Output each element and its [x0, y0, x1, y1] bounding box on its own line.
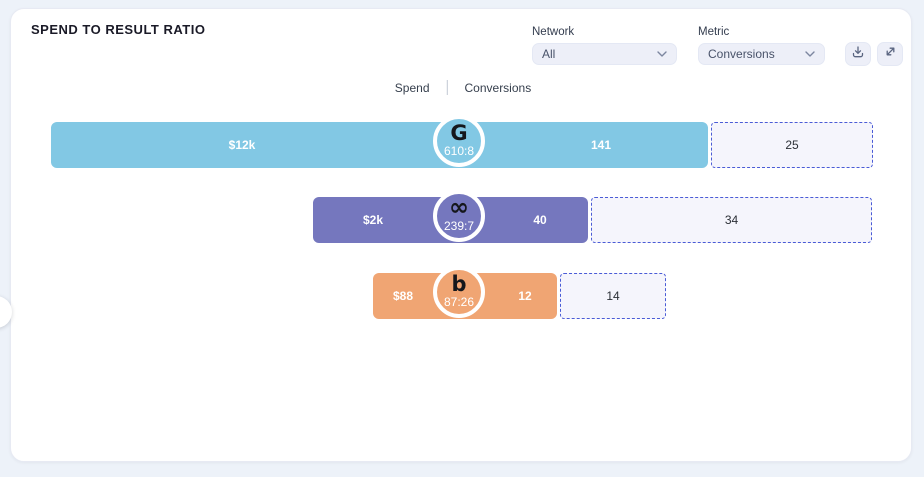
- network-select-value: All: [542, 47, 556, 61]
- meta-ratio-label: 239:7: [443, 219, 475, 234]
- network-label: Network: [532, 26, 575, 38]
- bing-ratio-badge[interactable]: b 87:26: [433, 266, 485, 318]
- chevron-down-icon: [657, 51, 667, 57]
- metric-select-value: Conversions: [708, 47, 775, 61]
- metric-select[interactable]: Conversions: [698, 43, 825, 65]
- legend-item-spend[interactable]: Spend: [394, 80, 430, 95]
- download-button[interactable]: [845, 42, 871, 66]
- collapsed-side-toggle[interactable]: [0, 296, 12, 328]
- legend-separator: [446, 80, 448, 95]
- google-dashed-value: 25: [785, 138, 799, 152]
- metric-label: Metric: [698, 26, 730, 38]
- bing-icon: b: [451, 272, 467, 297]
- google-dashed-box[interactable]: 25: [711, 122, 873, 168]
- expand-icon: [884, 45, 897, 63]
- google-conversions-label: 141: [590, 138, 612, 152]
- google-ratio-label: 610:8: [443, 144, 475, 159]
- chevron-down-icon: [805, 51, 815, 57]
- google-ratio-badge[interactable]: G 610:8: [433, 115, 485, 167]
- meta-dashed-box[interactable]: 34: [591, 197, 872, 243]
- google-icon: G: [450, 121, 468, 146]
- google-spend-label: $12k: [228, 138, 256, 152]
- legend-item-conversions[interactable]: Conversions: [464, 80, 532, 95]
- bing-spend-label: $88: [392, 289, 414, 303]
- chart-legend: Spend Conversions: [395, 80, 531, 95]
- expand-button[interactable]: [877, 42, 903, 66]
- meta-icon: ∞: [449, 193, 469, 222]
- bar-google[interactable]: [51, 122, 708, 168]
- meta-spend-label: $2k: [362, 213, 384, 227]
- download-icon: [851, 45, 865, 64]
- meta-conversions-label: 40: [533, 213, 547, 227]
- bing-dashed-box[interactable]: 14: [560, 273, 666, 319]
- bing-dashed-value: 14: [606, 289, 620, 303]
- network-select[interactable]: All: [532, 43, 677, 65]
- bing-conversions-label: 12: [518, 289, 532, 303]
- meta-ratio-badge[interactable]: ∞ 239:7: [433, 190, 485, 242]
- bing-ratio-label: 87:26: [443, 295, 475, 310]
- card-title: SPEND TO RESULT RATIO: [31, 22, 206, 37]
- spend-to-result-card: SPEND TO RESULT RATIO Network All Metric…: [10, 8, 912, 462]
- meta-dashed-value: 34: [724, 213, 739, 227]
